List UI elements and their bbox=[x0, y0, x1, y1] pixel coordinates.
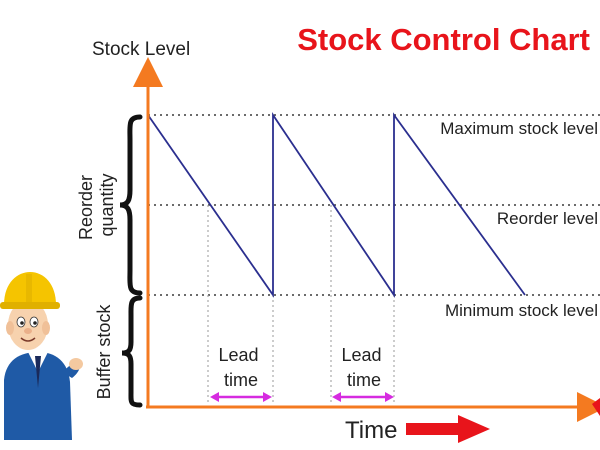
reorder-quantity-line1: Reorder bbox=[76, 175, 96, 240]
worker-with-hard-hat-icon bbox=[0, 272, 83, 440]
lead-time-1-line2: time bbox=[224, 370, 258, 390]
lead-time-1-line1: Lead bbox=[218, 345, 258, 365]
reorder-quantity-line2: quantity bbox=[97, 173, 117, 236]
lead-time-arrow-2 bbox=[332, 392, 394, 402]
lead-time-arrow-1 bbox=[210, 392, 272, 402]
buffer-stock-brace bbox=[121, 295, 143, 408]
lead-time-2-line1: Lead bbox=[341, 345, 381, 365]
reorder-level-label: Reorder level bbox=[497, 209, 598, 228]
maximum-level-label: Maximum stock level bbox=[440, 119, 598, 138]
x-axis-label: Time bbox=[345, 417, 397, 444]
reorder-quantity-brace bbox=[119, 114, 143, 296]
diagram-title: Stock Control Chart bbox=[297, 22, 590, 57]
lead-time-2-line2: time bbox=[347, 370, 381, 390]
y-axis-label: Stock Level bbox=[92, 39, 190, 60]
lead-time-label-2: Lead time bbox=[341, 345, 386, 390]
minimum-level-label: Minimum stock level bbox=[445, 301, 598, 320]
lead-time-label-1: Lead time bbox=[218, 345, 263, 390]
reorder-quantity-label: Reorder quantity bbox=[76, 170, 117, 240]
stock-level-sawtooth bbox=[147, 112, 526, 298]
buffer-stock-label: Buffer stock bbox=[94, 304, 114, 400]
time-direction-arrow bbox=[406, 415, 490, 443]
edge-arrow-fragment bbox=[592, 398, 600, 416]
